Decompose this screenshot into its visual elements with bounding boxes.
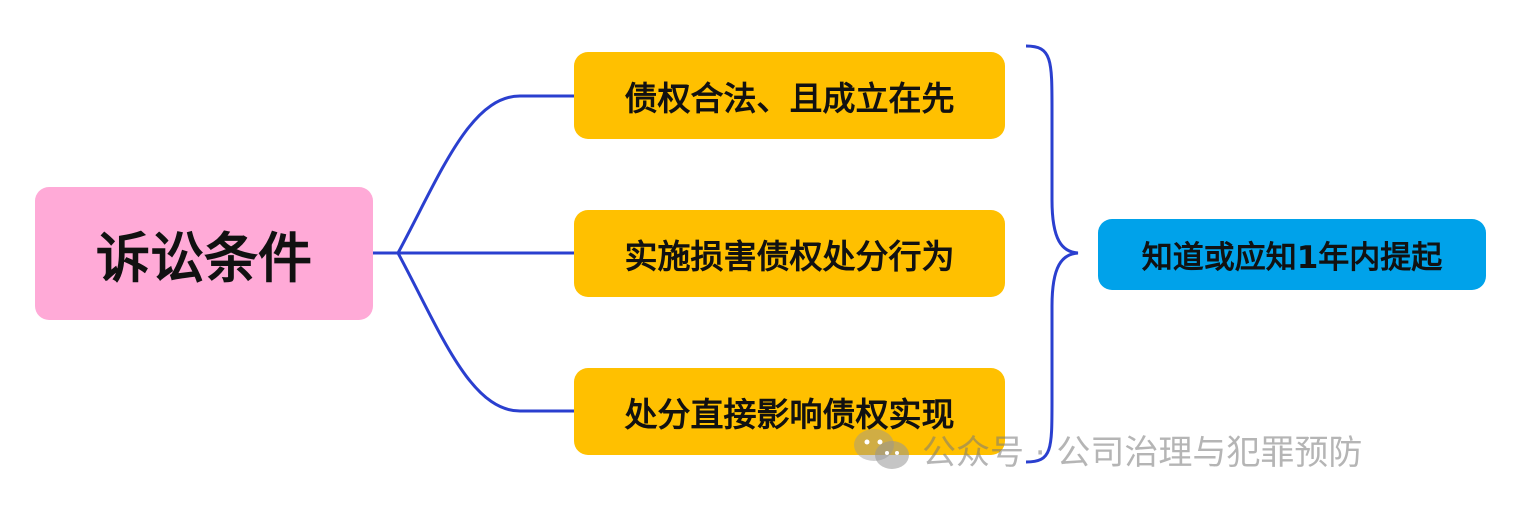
branch-node-label: 实施损害债权处分行为 [624, 236, 955, 276]
root-node: 诉讼条件 [35, 187, 373, 320]
root-node-label: 诉讼条件 [96, 227, 312, 290]
connector-to-branch-3 [396, 252, 574, 413]
branch-node-3: 处分直接影响债权实现 [574, 368, 1005, 455]
branch-node-label: 处分直接影响债权实现 [624, 394, 955, 434]
watermark: 公众号 · 公司治理与犯罪预防 [850, 424, 1362, 474]
branch-node-2: 实施损害债权处分行为 [574, 210, 1005, 297]
connector-to-branch-1 [396, 94, 574, 254]
summary-node-label: 知道或应知1年内提起 [1141, 240, 1443, 276]
wechat-icon [854, 429, 909, 469]
branch-node-1: 债权合法、且成立在先 [574, 52, 1005, 139]
watermark-text: 公众号 · 公司治理与犯罪预防 [922, 432, 1363, 473]
summary-brace [1025, 44, 1079, 464]
summary-node: 知道或应知1年内提起 [1098, 219, 1486, 290]
branch-node-label: 债权合法、且成立在先 [624, 78, 955, 118]
